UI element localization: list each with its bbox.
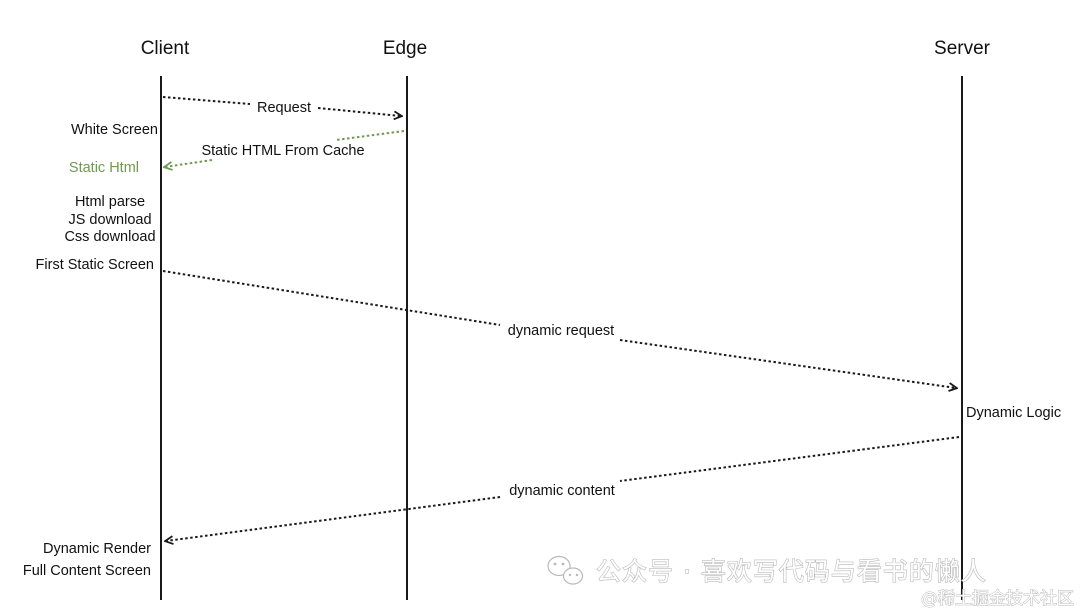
css-download-label: Css download [64, 229, 155, 245]
static-html-arrow [165, 130, 405, 167]
first-static-screen-label: First Static Screen [36, 257, 154, 273]
dynamic-logic-label: Dynamic Logic [966, 405, 1061, 421]
static-html-from-cache-label: Static HTML From Cache [201, 143, 364, 159]
watermark-sub: @稀土掘金技术社区 [921, 589, 1074, 609]
wechat-icon [547, 555, 584, 585]
dynamic-render-label: Dynamic Render [43, 541, 151, 557]
dynamic-request-arrow [162, 270, 956, 388]
watermark-main: 公众号 · 喜欢写代码与看书的懒人 [596, 557, 987, 586]
edge-header: Edge [383, 38, 427, 59]
dynamic-content-label: dynamic content [509, 483, 615, 499]
static-html-label: Static Html [69, 160, 139, 176]
js-download-label: JS download [68, 212, 151, 228]
client-header: Client [141, 38, 190, 59]
full-content-screen-label: Full Content Screen [23, 563, 151, 579]
dynamic-content-arrow [166, 436, 960, 541]
dynamic-request-label: dynamic request [508, 323, 614, 339]
server-header: Server [934, 38, 991, 59]
html-parse-label: Html parse [75, 194, 145, 210]
white-screen-label: White Screen [71, 122, 158, 138]
request-label: Request [257, 100, 311, 116]
request-arrow [162, 96, 401, 116]
